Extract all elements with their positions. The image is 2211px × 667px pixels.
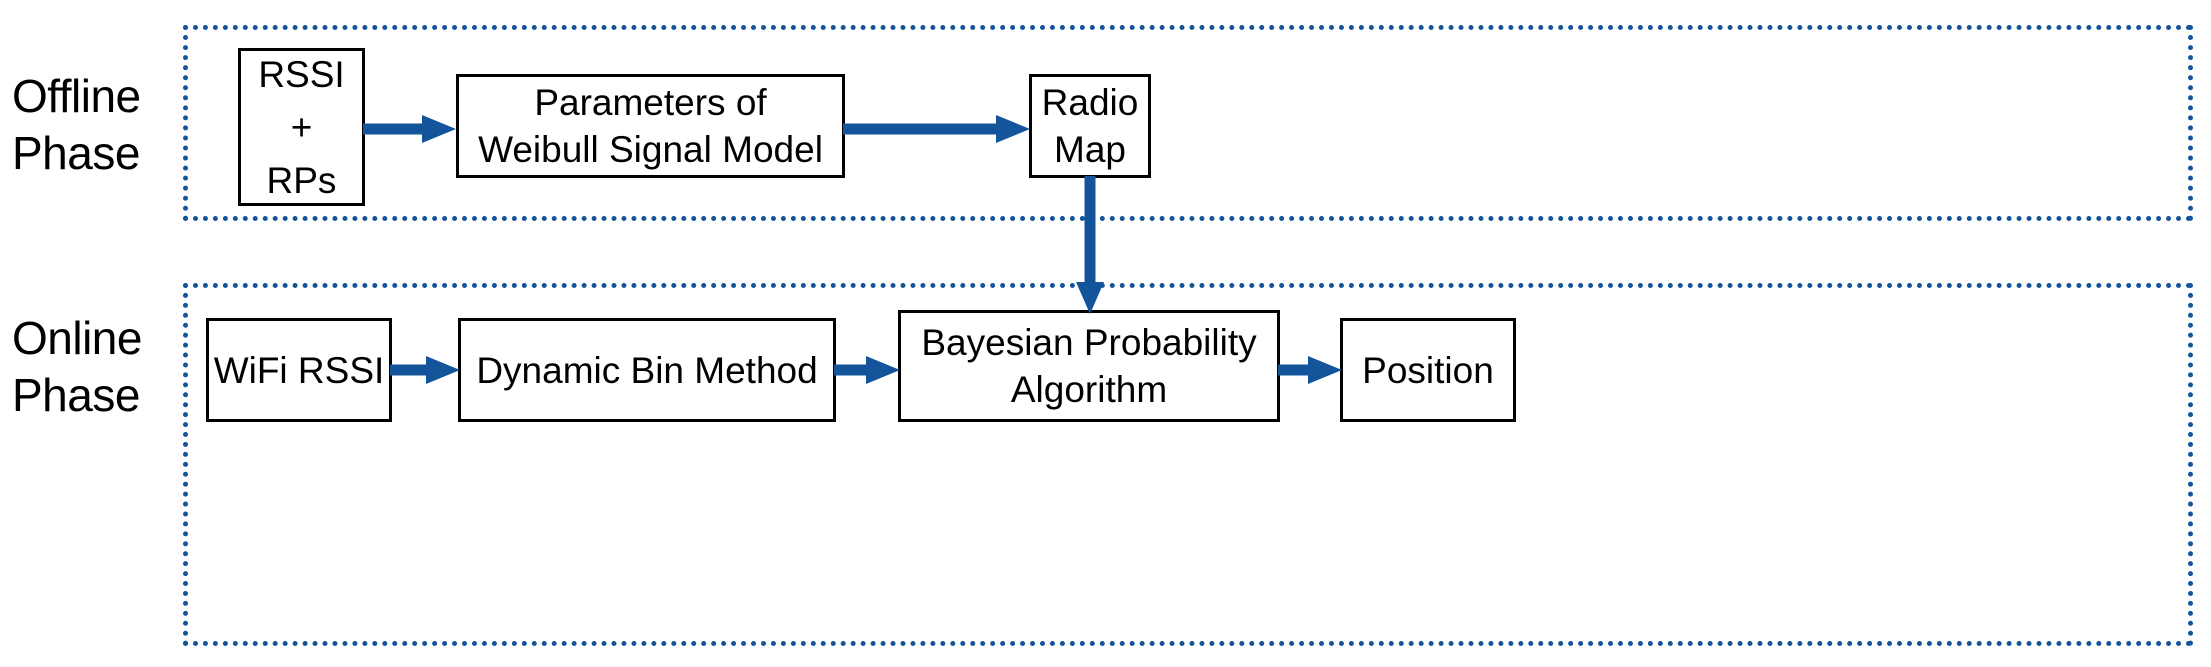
arrow-bayesian-to-position-icon	[1278, 353, 1344, 387]
node-wifi-rssi[interactable]: WiFi RSSI	[206, 318, 392, 422]
arrow-wifi-to-dynbin-icon	[390, 353, 462, 387]
node-position[interactable]: Position	[1340, 318, 1516, 422]
node-weibull-signal-model[interactable]: Parameters of Weibull Signal Model	[456, 74, 845, 178]
node-rssi-rps[interactable]: RSSI + RPs	[238, 48, 365, 206]
arrow-dynbin-to-bayesian-icon	[834, 353, 902, 387]
node-dynamic-bin-method[interactable]: Dynamic Bin Method	[458, 318, 836, 422]
node-radio-map[interactable]: Radio Map	[1029, 74, 1151, 178]
arrow-radiomap-to-bayesian-icon	[1073, 176, 1107, 316]
online-phase-region	[183, 283, 2193, 646]
offline-phase-label: Offline Phase	[12, 70, 141, 179]
node-bayesian-probability-algorithm[interactable]: Bayesian Probability Algorithm	[898, 310, 1280, 422]
arrow-weibull-to-radiomap-icon	[843, 112, 1033, 146]
online-phase-label: Online Phase	[12, 312, 142, 421]
offline-phase-region	[183, 25, 2193, 221]
arrow-rssi-to-weibull-icon	[363, 112, 459, 146]
